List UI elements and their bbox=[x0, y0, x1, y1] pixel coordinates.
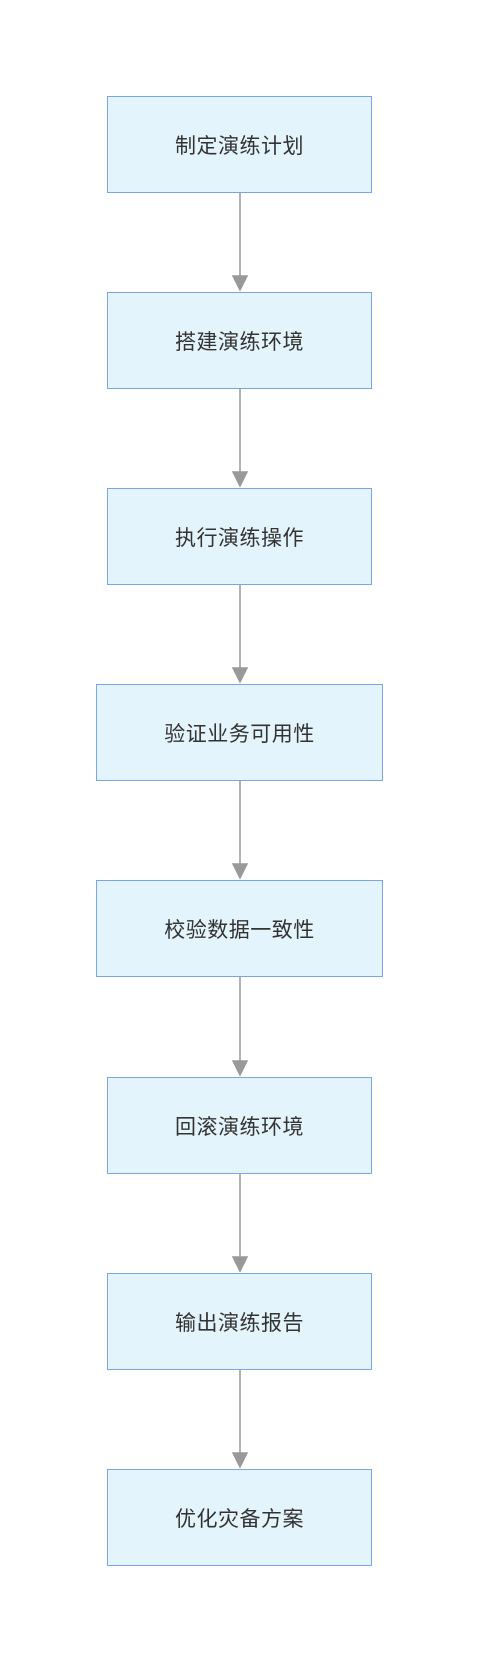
edge-4-5 bbox=[231, 781, 249, 880]
step-label: 输出演练报告 bbox=[175, 1310, 304, 1335]
step-node-3: 执行演练操作 bbox=[107, 488, 372, 585]
step-label: 优化灾备方案 bbox=[175, 1506, 304, 1531]
step-node-6: 回滚演练环境 bbox=[107, 1077, 372, 1174]
edge-2-3 bbox=[231, 389, 249, 488]
step-label: 执行演练操作 bbox=[175, 525, 304, 550]
step-node-4: 验证业务可用性 bbox=[96, 684, 383, 781]
step-node-5: 校验数据一致性 bbox=[96, 880, 383, 977]
step-label: 制定演练计划 bbox=[175, 133, 304, 158]
step-label: 校验数据一致性 bbox=[164, 917, 315, 942]
step-label: 回滚演练环境 bbox=[175, 1114, 304, 1139]
step-node-7: 输出演练报告 bbox=[107, 1273, 372, 1370]
step-node-2: 搭建演练环境 bbox=[107, 292, 372, 389]
step-node-1: 制定演练计划 bbox=[107, 96, 372, 193]
edge-6-7 bbox=[231, 1174, 249, 1273]
step-label: 验证业务可用性 bbox=[164, 721, 315, 746]
step-label: 搭建演练环境 bbox=[175, 329, 304, 354]
edge-3-4 bbox=[231, 585, 249, 684]
edge-1-2 bbox=[231, 193, 249, 292]
edge-7-8 bbox=[231, 1370, 249, 1469]
edge-5-6 bbox=[231, 977, 249, 1077]
step-node-8: 优化灾备方案 bbox=[107, 1469, 372, 1566]
